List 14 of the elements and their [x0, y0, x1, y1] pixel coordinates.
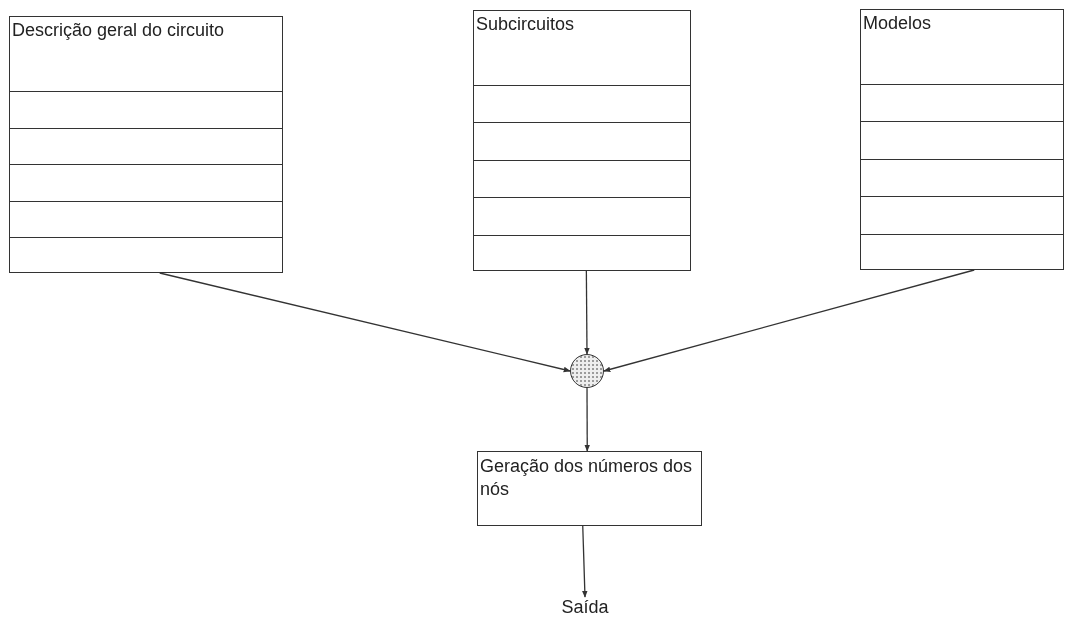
- output-label: Saída: [545, 597, 625, 621]
- arrow: [584, 270, 590, 355]
- table-header: Subcircuitos: [476, 13, 576, 36]
- process-box: Geração dos números dos nós: [477, 451, 702, 526]
- arrow: [584, 387, 590, 452]
- arrow: [603, 269, 975, 373]
- junction-circle: [570, 354, 604, 388]
- table-header: Descrição geral do circuito: [12, 19, 226, 42]
- arrow: [582, 525, 588, 598]
- table-box: [9, 16, 283, 273]
- table-box: [473, 10, 691, 271]
- table-header: Modelos: [863, 12, 933, 35]
- table-box: [860, 9, 1064, 270]
- arrow: [159, 272, 571, 373]
